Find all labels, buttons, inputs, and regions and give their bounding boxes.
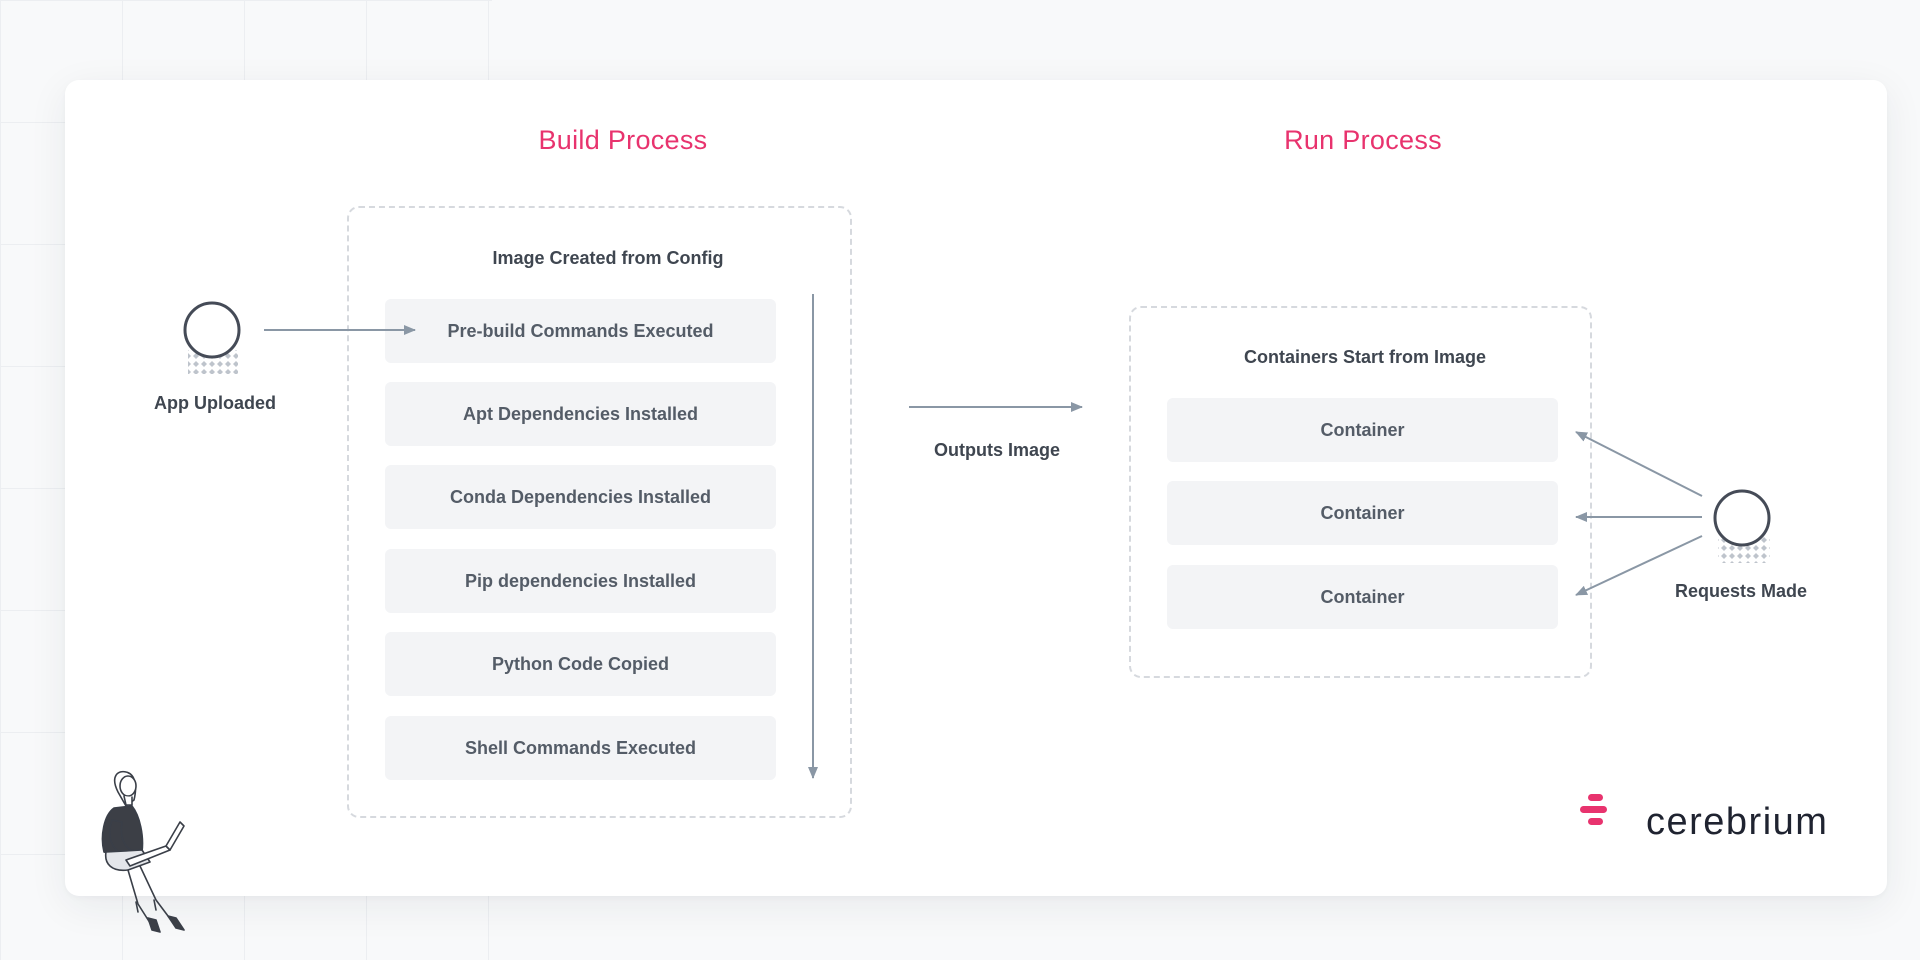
app-uploaded-label: App Uploaded [154, 393, 276, 413]
person-with-laptop-illustration [101, 770, 185, 933]
step-conda-dependencies: Conda Dependencies Installed [385, 465, 776, 529]
request-arrow-3 [1575, 535, 1703, 596]
requests-made-node-icon [1713, 489, 1771, 563]
step-shell-commands: Shell Commands Executed [385, 716, 776, 780]
container-1: Container [1167, 398, 1558, 462]
container-3: Container [1167, 565, 1558, 629]
run-process-title: Run Process [1284, 125, 1442, 155]
outputs-image-label: Outputs Image [933, 440, 1060, 460]
request-arrow-1 [1575, 431, 1703, 497]
step-python-code-copied: Python Code Copied [385, 632, 776, 696]
build-box-title: Image Created from Config [492, 248, 724, 268]
run-process-box [1129, 306, 1592, 678]
cerebrium-logo-icon [1580, 794, 1607, 825]
brand-logo-text: cerebrium [1646, 801, 1829, 843]
step-pip-dependencies: Pip dependencies Installed [385, 549, 776, 613]
build-process-title: Build Process [538, 125, 708, 155]
app-uploaded-node-icon [183, 301, 241, 374]
run-box-title: Containers Start from Image [1243, 347, 1487, 367]
build-process-box [347, 206, 852, 818]
step-prebuild-commands: Pre-build Commands Executed [385, 299, 776, 363]
diagram-card [65, 80, 1887, 896]
container-2: Container [1167, 481, 1558, 545]
step-apt-dependencies: Apt Dependencies Installed [385, 382, 776, 446]
requests-made-label: Requests Made [1674, 581, 1808, 601]
